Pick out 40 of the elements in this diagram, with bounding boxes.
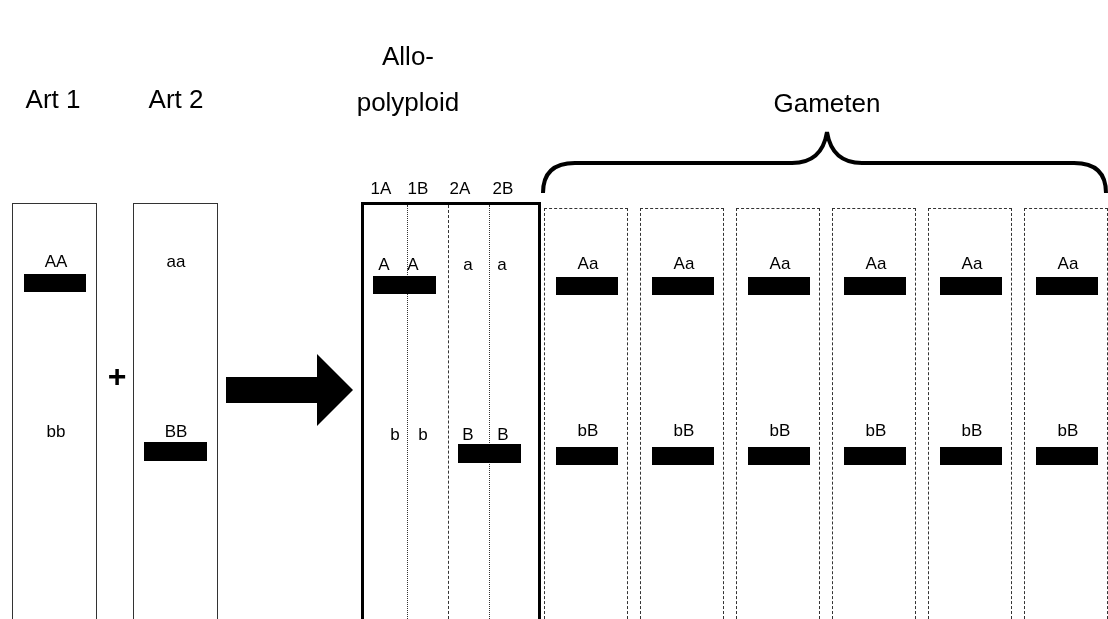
allele-label: Aa [961, 254, 983, 274]
chromosome-column [640, 208, 724, 619]
chromosome-column [832, 208, 916, 619]
allele-label: Aa [865, 254, 887, 274]
column-label: 2B [492, 179, 514, 199]
allele-label: B [497, 425, 509, 445]
column-label: 1B [407, 179, 429, 199]
allele-label: Aa [577, 254, 599, 274]
arrow [226, 354, 353, 426]
species-heading: Art 1 [25, 84, 81, 114]
chromosome-column [928, 208, 1012, 619]
group-heading: Gameten [773, 90, 881, 116]
allele-label: a [463, 255, 473, 275]
species-heading: Allo- polyploid [355, 40, 461, 119]
allele-label: b [390, 425, 400, 445]
chromosome-column [736, 208, 820, 619]
allele-label: bB [577, 421, 599, 441]
allele-label: bB [961, 421, 983, 441]
allele-label: bB [865, 421, 887, 441]
allele-label: A [407, 255, 419, 275]
allele-label: aa [166, 252, 186, 272]
allele-label: B [462, 425, 474, 445]
allele-label: bB [1057, 421, 1079, 441]
allele-label: bb [46, 422, 66, 442]
allele-label: Aa [769, 254, 791, 274]
column-label: 1A [370, 179, 392, 199]
allele-label: BB [164, 422, 188, 442]
allele-label: Aa [1057, 254, 1079, 274]
allele-label: b [418, 425, 428, 445]
chromosome-column [1024, 208, 1108, 619]
allele-label: Aa [673, 254, 695, 274]
allele-label: A [378, 255, 390, 275]
plus-sign: + [107, 360, 127, 392]
allele-label: bB [673, 421, 695, 441]
species-heading: Art 2 [148, 84, 204, 114]
allele-label: bB [769, 421, 791, 441]
allele-label: AA [44, 252, 68, 272]
column-label: 2A [449, 179, 471, 199]
allele-label: a [497, 255, 507, 275]
chromosome-column [544, 208, 628, 619]
